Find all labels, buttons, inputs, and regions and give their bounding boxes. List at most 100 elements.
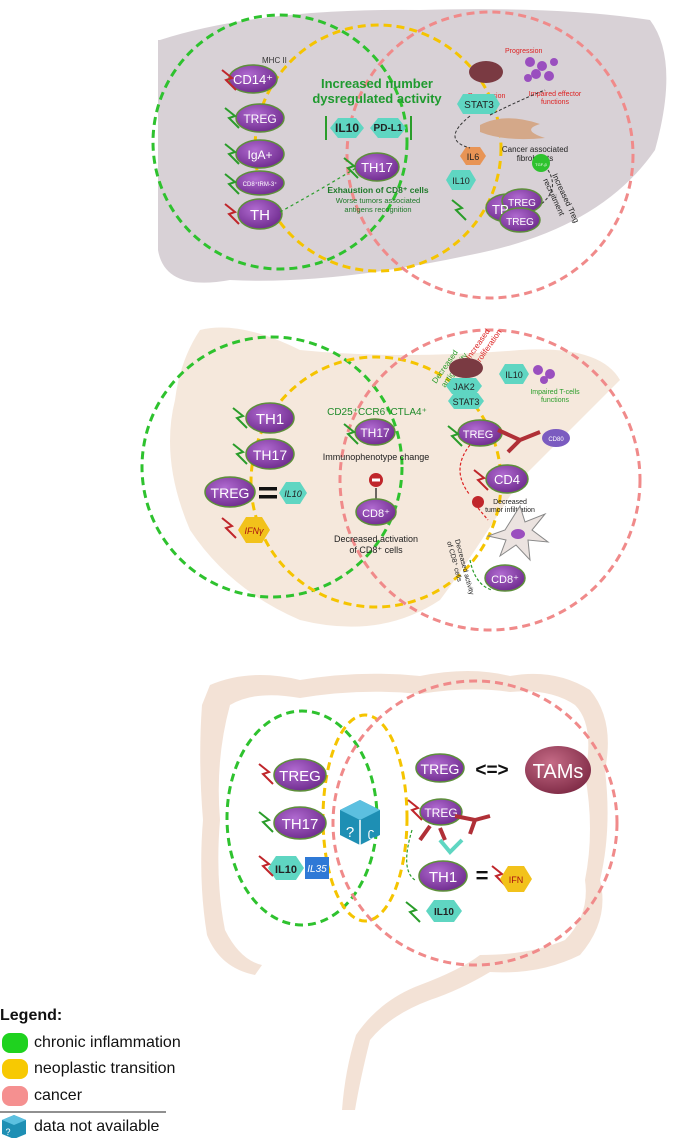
svg-text:TAMs: TAMs	[533, 761, 584, 783]
svg-text:IL10: IL10	[434, 907, 454, 918]
p1-dotted-arrow	[279, 167, 357, 213]
p1-progression-a: Progression	[505, 48, 542, 55]
p2-cd4-cell: CD4	[485, 464, 529, 494]
p2-apc-cell	[542, 429, 570, 447]
p2-ifn-badge: IFNγ	[238, 517, 270, 543]
p1-caf-1: Cancer associated	[502, 145, 568, 154]
p2-inhibit-icon-2	[472, 496, 484, 508]
p2-il10-badge: IL10	[279, 482, 307, 504]
p2-infil-2: tumor infiltration	[485, 507, 535, 514]
p3-receptors	[418, 814, 491, 842]
p2-th1-cell: TH1	[245, 402, 295, 434]
svg-text:TREG: TREG	[508, 198, 536, 209]
p3-il10b-badge: IL10	[426, 900, 462, 922]
p1-bolt-green-4	[343, 157, 359, 179]
p1-bolt-green-3	[224, 173, 240, 195]
p2-immuno: Immunophenotype change	[323, 452, 430, 462]
p1-worse-1: Worse tumors associated	[336, 196, 420, 205]
p1-mhc-label: MHC II	[262, 56, 287, 65]
p2-jak2-badge: JAK2	[446, 378, 482, 394]
p1-tumor-cell	[469, 61, 503, 83]
p2-bolt-red-1	[221, 517, 237, 539]
svg-text:TH17: TH17	[360, 426, 390, 440]
svg-text:ʗ: ʗ	[368, 825, 375, 840]
p3-bolt-red-2	[258, 855, 274, 877]
svg-text:IL10: IL10	[275, 864, 297, 876]
p1-il10-badge: IL10	[330, 118, 364, 138]
svg-text:TREG: TREG	[463, 429, 494, 441]
p3-treg-cell: TREG	[273, 758, 327, 792]
p2-markers: CD25⁺CCR6⁺CTLA4⁺	[327, 407, 427, 418]
p2-infil-1: Decreased	[493, 499, 527, 506]
legend-neoplastic: neoplastic transition	[34, 1060, 176, 1077]
p1-tgfb-marker	[532, 154, 550, 172]
legend-dice-icon: ?	[2, 1115, 26, 1138]
legend-na: data not available	[34, 1118, 160, 1135]
p3-bolt-red-3	[407, 799, 423, 821]
p3-th17-cell: TH17	[273, 806, 327, 840]
legend-swatch-neoplastic	[2, 1059, 28, 1079]
p1-impaired-1: Impaired effector	[529, 91, 582, 98]
svg-text:TREG: TREG	[506, 217, 534, 228]
legend-title: Legend:	[0, 1007, 63, 1024]
p2-bolt-green-3	[343, 423, 359, 445]
p2-bolt-green-4	[447, 425, 463, 447]
p1-iga-cell: IgA+	[235, 139, 285, 169]
p3-teal-receptor	[438, 838, 464, 855]
svg-text:IFNγ: IFNγ	[245, 526, 264, 536]
p1-th17-cell: TH17	[354, 152, 400, 182]
p3-th1-cell: TH1	[418, 860, 468, 892]
p3-green-dashed	[406, 829, 416, 881]
p1-treg-cell: TREG	[235, 103, 285, 133]
p2-treg-cell-right: TREG	[457, 419, 503, 447]
p2-stat3-badge: STAT3	[448, 393, 484, 409]
legend-swatch-chronic	[2, 1033, 28, 1053]
p1-th-cell: TH	[237, 198, 283, 230]
p2-bolt-green-1	[232, 407, 248, 429]
svg-text:CD8⁺: CD8⁺	[362, 508, 390, 520]
p2-bolt-green-2	[232, 443, 248, 465]
svg-text:PD-L1: PD-L1	[374, 123, 403, 134]
svg-text:TREG: TREG	[279, 768, 321, 785]
p2-cell-cluster	[533, 365, 555, 384]
p3-cancer-circle	[331, 679, 619, 967]
p1-bolt-green-5	[451, 199, 467, 221]
p2-th17-cell: TH17	[245, 438, 295, 470]
p2-il10b-badge: IL10	[499, 364, 529, 384]
p2-cd8-cell-right: CD8⁺	[484, 564, 526, 592]
svg-text:IL6: IL6	[467, 152, 480, 162]
p2-impaired-2: functions	[541, 397, 570, 404]
p2-tumor-cell	[449, 358, 483, 378]
p1-il10b-badge: IL10	[446, 170, 476, 190]
p1-bolt-red-2	[224, 203, 240, 225]
p1-stat3-badge: STAT3	[457, 94, 500, 114]
p3-eq-sign: =	[476, 863, 489, 888]
colon-shape	[200, 671, 608, 1110]
svg-text:TH1: TH1	[429, 869, 457, 886]
svg-text:STAT3: STAT3	[464, 100, 494, 111]
p1-pdl1-badge: PD-L1	[370, 118, 406, 138]
svg-text:TH17: TH17	[282, 816, 319, 833]
p3-bolt-red-4	[491, 865, 507, 887]
svg-text:IL10: IL10	[505, 370, 523, 380]
legend-cancer: cancer	[34, 1087, 83, 1104]
p1-impaired-2: functions	[541, 99, 570, 106]
p3-treg2-cell: TREG	[419, 798, 463, 826]
p1-iga-label: IgA+	[247, 148, 272, 162]
svg-text:TH17: TH17	[253, 447, 287, 463]
svg-text:TREG: TREG	[424, 806, 457, 820]
p1-treg-cluster: TP TREG TREG	[485, 188, 543, 233]
svg-text:IL10: IL10	[284, 489, 302, 499]
stomach-shape	[170, 327, 620, 627]
p1-chronic-circle	[151, 13, 409, 271]
p2-equals-sign	[259, 487, 277, 499]
svg-text:JAK2: JAK2	[453, 382, 475, 392]
p2-cancer-circle	[338, 328, 642, 632]
p3-bolt-green-2	[405, 901, 421, 923]
p1-loop-arrows	[454, 89, 553, 206]
p1-cd8trm-label: CD8⁺tRM-3⁺	[243, 181, 278, 188]
p2-treg-cell: TREG	[204, 476, 256, 508]
p1-bolt-green-1	[224, 107, 240, 129]
svg-text:IFN: IFN	[509, 875, 524, 885]
p2-decreased-2: of CD8⁺ cells	[349, 545, 403, 555]
